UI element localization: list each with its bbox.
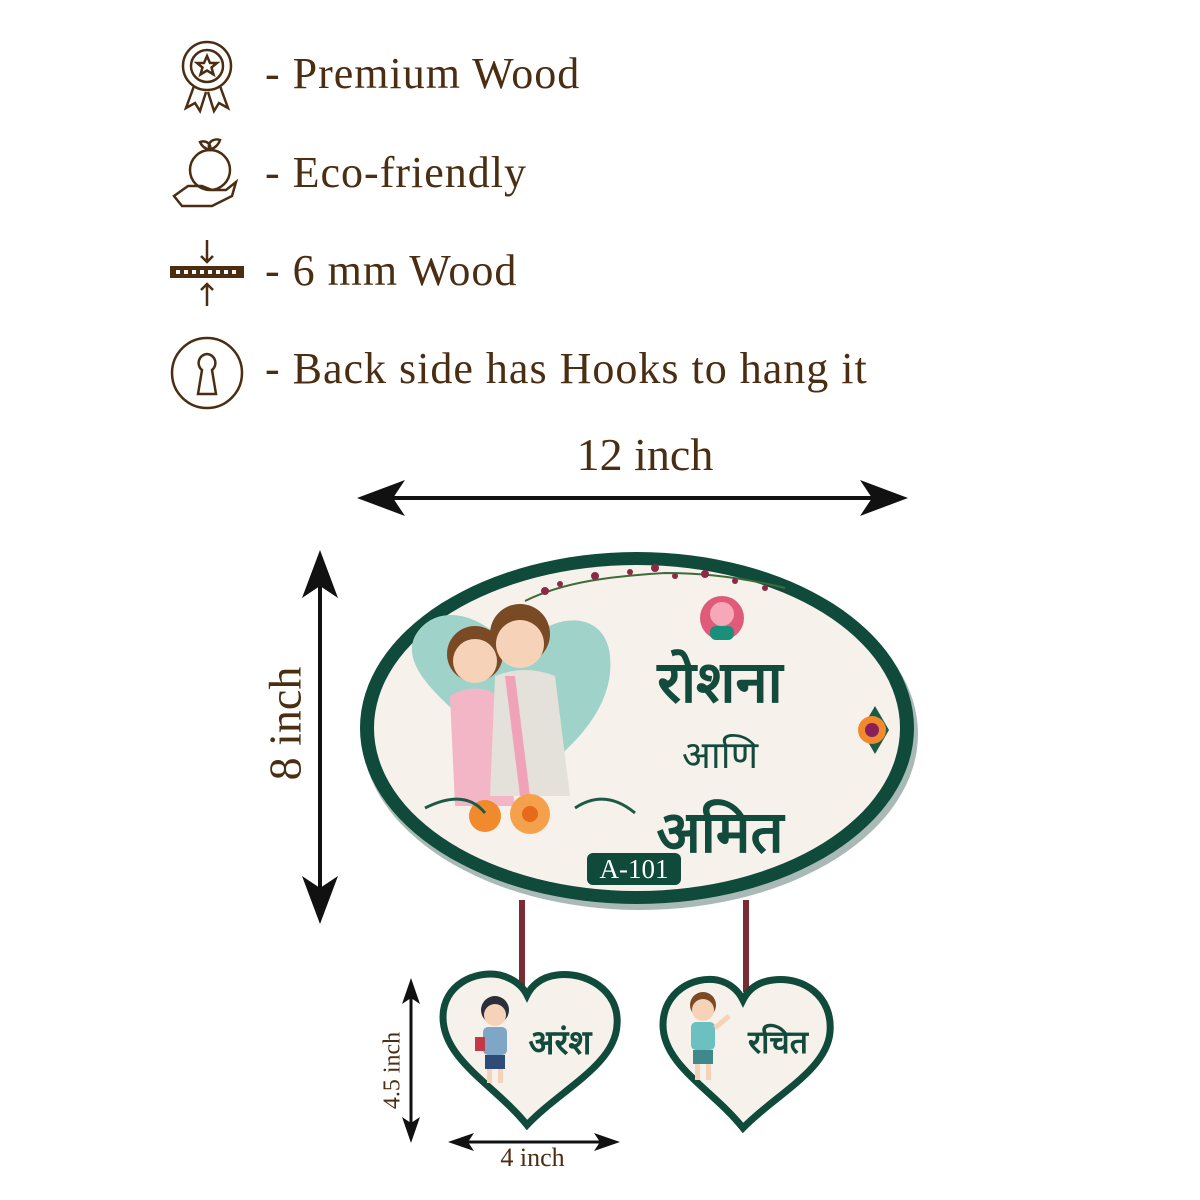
width-label: 12 inch bbox=[576, 429, 714, 480]
eco-hand-globe-icon bbox=[172, 138, 239, 208]
heart-name-left: अरंश bbox=[528, 1023, 592, 1063]
rope-left bbox=[519, 900, 525, 992]
thickness-icon bbox=[170, 240, 244, 306]
keyhole-icon bbox=[170, 336, 244, 410]
orange-flowers-decoration bbox=[424, 794, 636, 834]
side-flower-decoration bbox=[858, 706, 889, 754]
ganesha-icon bbox=[700, 596, 744, 640]
heart-plate-right bbox=[659, 975, 834, 1134]
award-badge-icon bbox=[181, 40, 233, 114]
feature-premium-wood: - Premium Wood bbox=[265, 49, 581, 98]
heart-name-right: रचित bbox=[748, 1023, 808, 1061]
heart-height-label: 4.5 inch bbox=[379, 1031, 406, 1110]
heart-plate-left bbox=[439, 970, 621, 1130]
heart-height-arrow bbox=[402, 978, 420, 1143]
heart-width-label: 4 inch bbox=[500, 1143, 565, 1172]
name-primary: रोशना bbox=[657, 648, 783, 716]
height-arrow bbox=[302, 550, 338, 924]
couple-illustration bbox=[447, 604, 570, 806]
heart-width-arrow bbox=[448, 1133, 620, 1151]
width-arrow bbox=[357, 480, 908, 516]
feature-6mm-wood: - 6 mm Wood bbox=[265, 246, 518, 295]
feature-hooks: - Back side has Hooks to hang it bbox=[265, 344, 868, 393]
blossom-branch-decoration bbox=[524, 564, 786, 602]
name-connector: आणि bbox=[681, 733, 759, 777]
house-number-badge: A-101 bbox=[587, 853, 681, 885]
rope-right bbox=[743, 900, 749, 992]
waving-boy-illustration bbox=[690, 992, 731, 1080]
height-label: 8 inch bbox=[259, 666, 311, 781]
feature-eco-friendly: - Eco-friendly bbox=[265, 148, 527, 197]
boy-with-books-illustration bbox=[475, 996, 509, 1083]
nameplate bbox=[360, 552, 918, 910]
